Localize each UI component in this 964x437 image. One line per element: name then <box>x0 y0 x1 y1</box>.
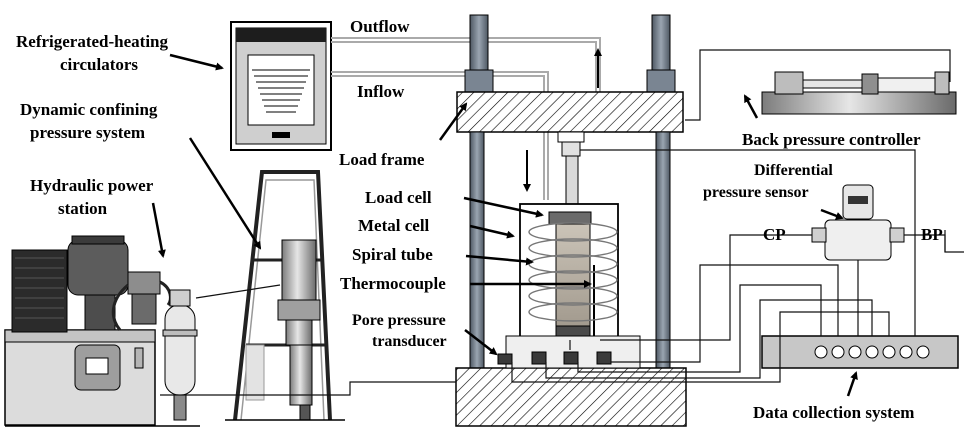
pointer-arrows <box>151 53 858 397</box>
circulator-pipes <box>331 37 601 200</box>
label-outflow: Outflow <box>350 17 410 36</box>
label-bp: BP <box>921 225 943 244</box>
label-differential-line1: Differential <box>754 162 833 179</box>
triaxial-cell <box>497 203 641 369</box>
label-pore-line2: transducer <box>372 333 447 350</box>
label-dynamic-line2: pressure system <box>30 123 145 142</box>
label-refrigerated-line1: Refrigerated-heating <box>16 32 169 51</box>
label-spiral-tube: Spiral tube <box>352 245 433 264</box>
label-refrigerated-line2: circulators <box>60 55 138 74</box>
dynamic-confining-pressure-frame <box>225 170 345 421</box>
label-load-cell: Load cell <box>365 188 432 207</box>
label-pore-line1: Pore pressure <box>352 312 446 329</box>
data-collection-box <box>761 335 959 369</box>
label-differential-line2: pressure sensor <box>703 184 809 201</box>
label-cp: CP <box>763 225 786 244</box>
label-thermocouple: Thermocouple <box>340 274 446 293</box>
label-hydraulic-line1: Hydraulic power <box>30 176 154 195</box>
spiral-tube <box>528 222 618 322</box>
signal-lines <box>160 49 964 396</box>
refrigerated-heating-circulator <box>230 21 332 151</box>
label-inflow: Inflow <box>357 82 405 101</box>
label-hydraulic-line2: station <box>58 199 108 218</box>
back-pressure-controller <box>761 71 957 115</box>
label-metal-cell: Metal cell <box>358 216 430 235</box>
label-data-collection: Data collection system <box>753 403 914 422</box>
label-load-frame: Load frame <box>339 150 425 169</box>
label-dynamic-line1: Dynamic confining <box>20 100 158 119</box>
hydraulic-power-station <box>4 235 200 427</box>
differential-pressure-sensor <box>811 184 905 261</box>
label-back-pressure-controller: Back pressure controller <box>742 130 921 149</box>
